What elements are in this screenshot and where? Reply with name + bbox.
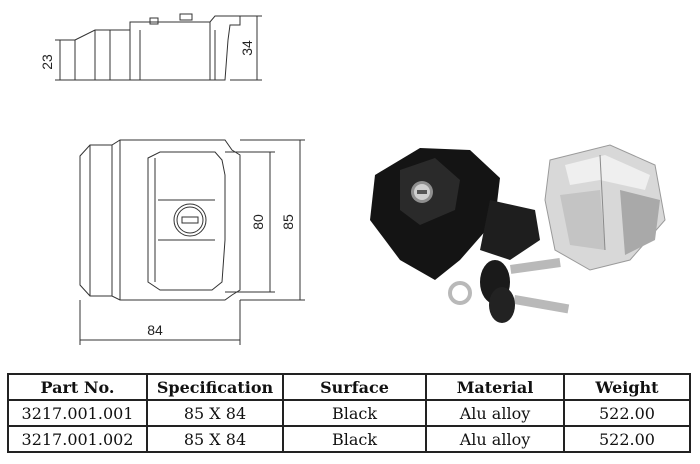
dim-side-height-small: 23 — [39, 54, 55, 70]
silver-latch-image — [544, 144, 666, 271]
cell-weight: 522.00 — [563, 399, 691, 427]
header-material: Material — [425, 373, 565, 401]
front-view — [79, 139, 305, 345]
dim-front-outer-height: 85 — [280, 214, 296, 230]
cell-weight: 522.00 — [563, 425, 691, 453]
side-view — [55, 13, 262, 81]
header-part-no: Part No. — [7, 373, 148, 401]
cell-material: Alu alloy — [425, 399, 565, 427]
cell-specification: 85 X 84 — [146, 425, 284, 453]
dim-front-width: 84 — [147, 322, 163, 338]
header-specification: Specification — [146, 373, 284, 401]
black-latch-image — [370, 148, 540, 280]
cell-material: Alu alloy — [425, 425, 565, 453]
cell-part-no: 3217.001.001 — [7, 399, 148, 427]
table-row: 3217.001.001 85 X 84 Black Alu alloy 522… — [7, 399, 691, 427]
header-weight: Weight — [563, 373, 691, 401]
header-surface: Surface — [282, 373, 427, 401]
specification-table: Part No. Specification Surface Material … — [7, 373, 691, 453]
cell-specification: 85 X 84 — [146, 399, 284, 427]
dim-side-height-large: 34 — [239, 40, 255, 56]
dim-front-inner-height: 80 — [250, 214, 266, 230]
technical-drawing: 23 34 80 85 84 — [39, 13, 305, 345]
product-photo — [370, 144, 666, 323]
keys-image — [448, 258, 570, 323]
cell-surface: Black — [282, 425, 427, 453]
table-header-row: Part No. Specification Surface Material … — [7, 373, 691, 401]
cell-part-no: 3217.001.002 — [7, 425, 148, 453]
table-row: 3217.001.002 85 X 84 Black Alu alloy 522… — [7, 425, 691, 453]
cell-surface: Black — [282, 399, 427, 427]
